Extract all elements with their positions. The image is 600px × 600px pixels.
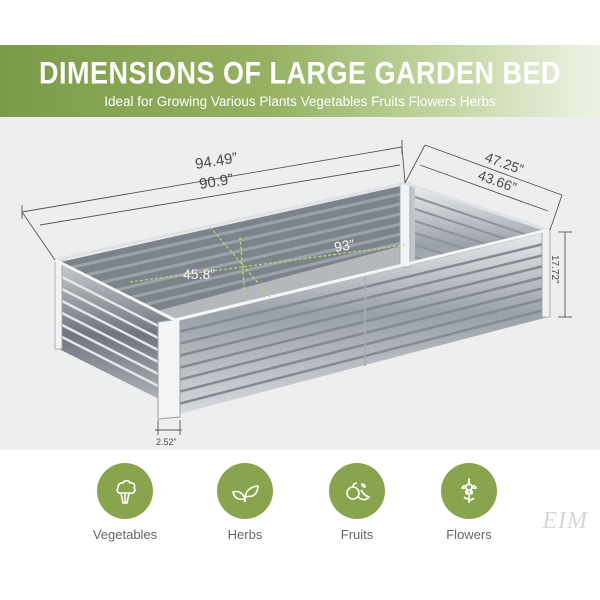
feature-flowers: Flowers bbox=[414, 463, 524, 542]
dim-corner-post: 2.52” bbox=[156, 437, 177, 447]
feature-icons: Vegetables Herbs Fruits bbox=[0, 455, 600, 555]
corner-post bbox=[157, 318, 181, 420]
garden-bed-illustration: 94.49” 90.9” 47.25” 43.66” 17.72” 93” 45… bbox=[21, 140, 572, 447]
dim-inner-length: 90.9” bbox=[198, 171, 234, 193]
page-subtitle: Ideal for Growing Various Plants Vegetab… bbox=[104, 94, 496, 109]
brand-watermark: EIM bbox=[542, 508, 588, 534]
title-banner bbox=[0, 45, 600, 117]
feature-herbs: Herbs bbox=[190, 463, 300, 542]
feature-fruits: Fruits bbox=[302, 463, 412, 542]
herbs-icon bbox=[217, 463, 273, 519]
product-diagram: 94.49” 90.9” 47.25” 43.66” 17.72” 93” 45… bbox=[0, 117, 600, 450]
feature-vegetables: Vegetables bbox=[70, 463, 180, 542]
dim-diagonal-width: 45.8” bbox=[183, 266, 215, 282]
flowers-label: Flowers bbox=[446, 527, 492, 542]
vegetables-icon bbox=[97, 463, 153, 519]
page-title: DIMENSIONS OF LARGE GARDEN BED bbox=[38, 55, 562, 91]
dim-height: 17.72” bbox=[549, 255, 560, 283]
left-end-wall bbox=[55, 262, 175, 407]
flowers-icon bbox=[441, 463, 497, 519]
fruits-label: Fruits bbox=[340, 527, 374, 542]
herbs-label: Herbs bbox=[227, 527, 263, 542]
dim-diagonal-length: 93” bbox=[333, 236, 356, 255]
dim-outer-length: 94.49” bbox=[194, 150, 239, 173]
vegetables-label: Vegetables bbox=[92, 527, 158, 542]
fruits-icon bbox=[329, 463, 385, 519]
